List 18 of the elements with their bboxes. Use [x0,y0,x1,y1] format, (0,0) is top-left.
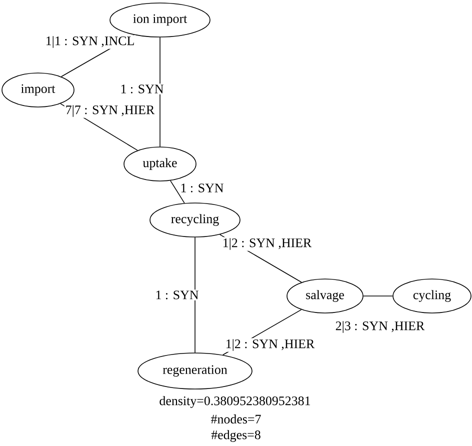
oval-node: uptake [124,146,196,182]
connector-line [194,236,196,353]
edge-label: 7|7 : SYN ,HIER [64,104,156,118]
oval-node: salvage [286,278,364,314]
oval-node: cycling [392,278,472,314]
connector-line [170,180,185,204]
edge-label: 2|3 : SYN ,HIER [334,320,426,334]
edge-label: 1|2 : SYN ,HIER [224,338,316,352]
edge-label: 1|2 : SYN ,HIER [221,237,313,251]
edge-label: 1 : SYN [179,182,225,194]
edge-label: 1|1 : SYN ,INCL [44,35,136,49]
edge-label: 1 : SYN [119,84,165,94]
edge-label: 1 : SYN [154,290,200,300]
oval-node: ion import [110,2,210,38]
oval-node: recycling [150,202,240,238]
oval-node: regeneration [138,352,252,390]
stats-text: #nodes=7 [211,414,261,424]
stats-text: #edges=8 [211,430,260,442]
